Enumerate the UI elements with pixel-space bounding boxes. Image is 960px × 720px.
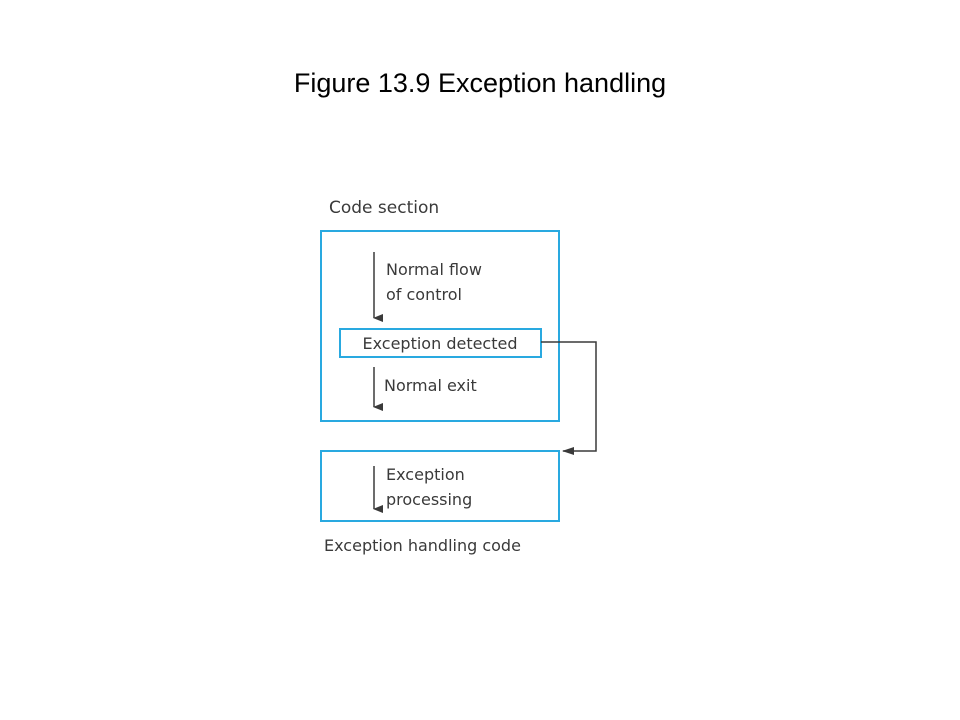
exception-processing-label-line2: processing [386,490,472,509]
exception-detected-label: Exception detected [362,334,517,353]
code-section-label: Code section [329,198,439,218]
normal-flow-label-line2: of control [386,285,462,304]
slide-title: Figure 13.9 Exception handling [293,68,667,98]
normal-exit-label: Normal exit [384,376,477,395]
exception-detected-box [339,328,542,358]
exception-handling-code-label: Exception handling code [324,536,521,555]
normal-flow-label-line1: Normal flow [386,260,482,279]
exception-handling-box [320,450,560,522]
code-section-box [320,230,560,422]
exception-path-arrow [541,341,597,455]
exception-processing-label-line1: Exception [386,465,465,484]
